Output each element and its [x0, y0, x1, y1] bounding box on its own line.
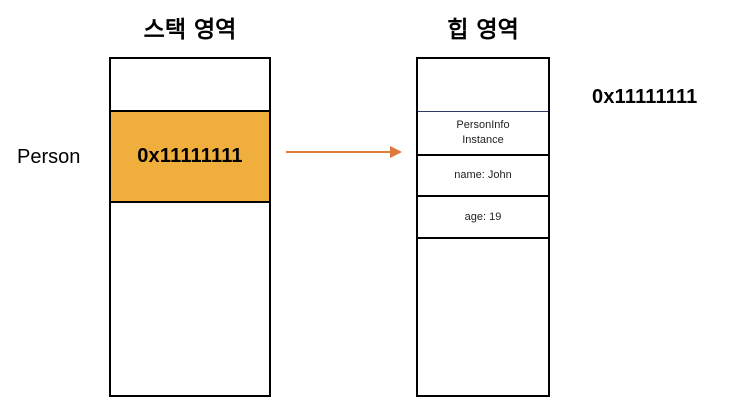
stack-empty-cell [111, 59, 269, 112]
name-field-label: name: John [454, 169, 512, 181]
instance-class-label: PersonInfo [456, 119, 510, 131]
stack-reference-cell: 0x11111111 [111, 112, 269, 203]
heap-area-title: 힙 영역 [447, 17, 519, 43]
stack-area-title: 스택 영역 [143, 17, 237, 43]
heap-memory-column: PersonInfo Instance name: John age: 19 [416, 57, 550, 397]
variable-name-label: Person [17, 146, 81, 168]
stack-reference-value: 0x11111111 [137, 145, 243, 167]
heap-empty-cell [418, 59, 548, 112]
reference-arrow [286, 146, 402, 158]
stack-memory-column: 0x11111111 [109, 57, 271, 397]
age-field-label: age: 19 [464, 210, 502, 223]
heap-address-label: 0x11111111 [592, 86, 698, 108]
heap-instance-cell: PersonInfo Instance [418, 112, 548, 156]
heap-name-field-cell: name: John [418, 156, 548, 197]
heap-age-field-cell: age: 19 [418, 197, 548, 239]
instance-type-label: Instance [462, 134, 504, 146]
